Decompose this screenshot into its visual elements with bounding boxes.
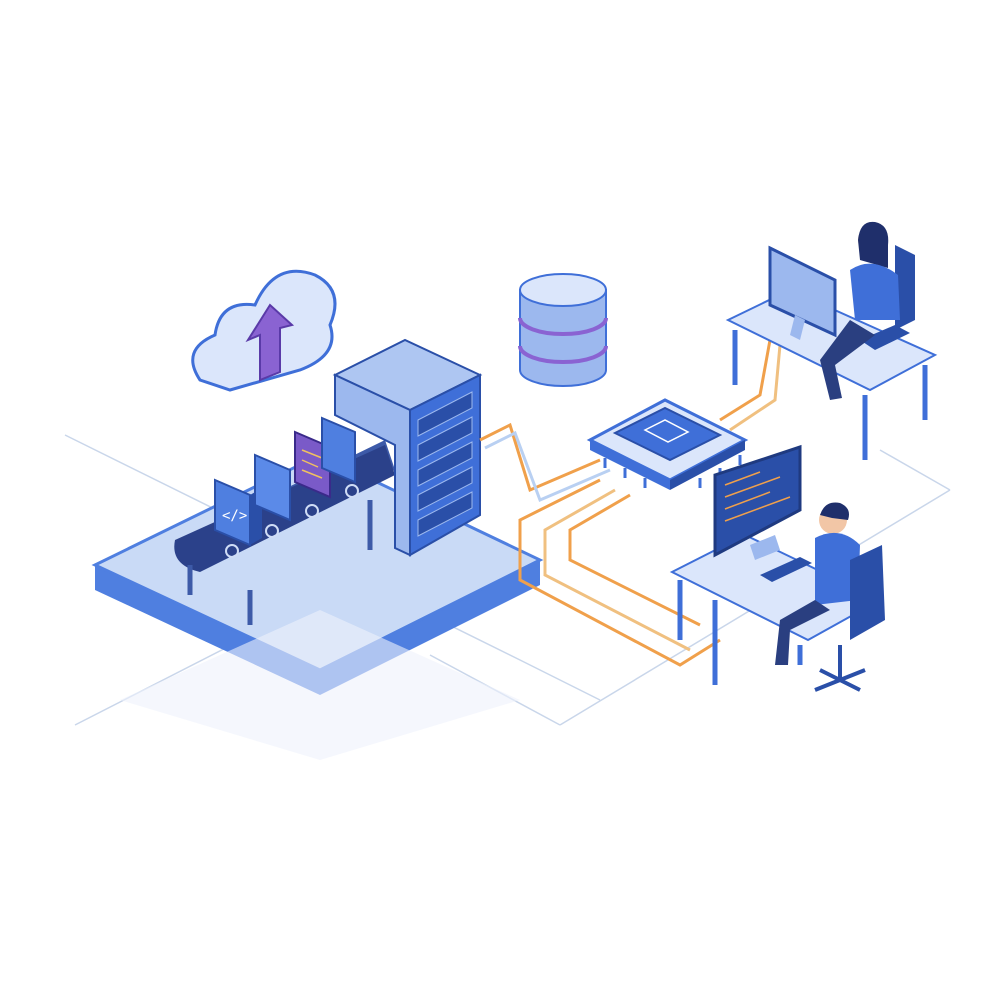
woman-at-desk-icon: [725, 221, 938, 460]
database-icon: [518, 273, 608, 387]
code-file-icon: </>: [214, 416, 356, 547]
server-rack-icon: [332, 338, 483, 557]
man-at-desk-icon: [669, 444, 885, 692]
processor-chip-icon: [586, 398, 749, 490]
svg-text:</>: </>: [222, 508, 247, 524]
cloud-upload-icon: [191, 269, 337, 392]
data-cables: [479, 339, 782, 667]
